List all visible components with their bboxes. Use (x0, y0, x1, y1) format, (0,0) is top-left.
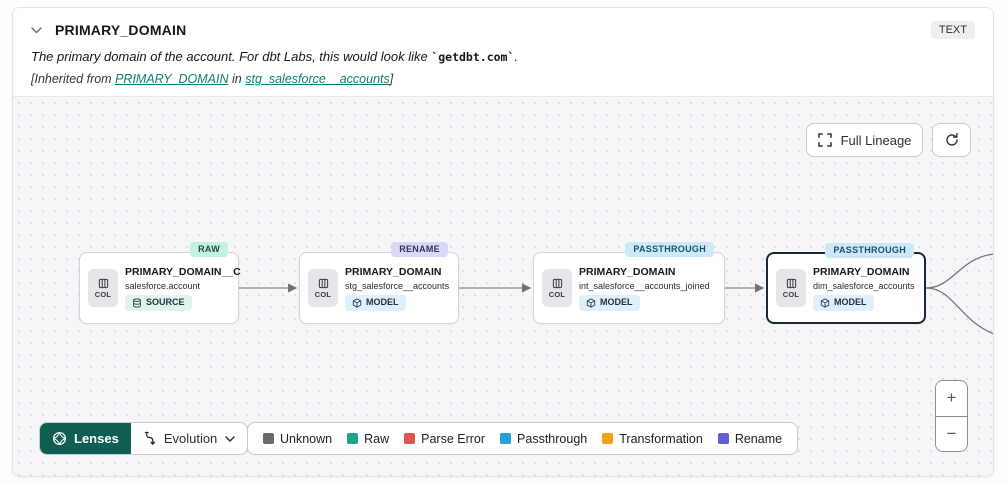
lineage-node-source[interactable]: RAW COL PRIMARY_DOMAIN__C salesforce.acc… (79, 242, 241, 324)
legend-label: Parse Error (421, 431, 486, 446)
legend-label: Unknown (280, 431, 333, 446)
legend-item: Rename (717, 431, 783, 446)
title-row: PRIMARY_DOMAIN TEXT (31, 21, 975, 39)
node-resource-badge: MODEL (579, 294, 640, 311)
node-evolution-tag: PASSTHROUGH (825, 243, 914, 258)
lineage-canvas[interactable]: Full Lineage RAW COL PRIMARY_DOMAIN__C s… (13, 96, 993, 476)
lineage-node-staging[interactable]: RENAME COL PRIMARY_DOMAIN stg_salesforce… (299, 242, 459, 324)
legend-swatch-passthrough (500, 433, 512, 444)
node-column-name: PRIMARY_DOMAIN (813, 265, 910, 278)
inherited-suffix: ] (389, 72, 394, 86)
columns-icon (552, 278, 562, 288)
node-model-name: int_salesforce__accounts_joined (579, 280, 710, 291)
chevron-down-icon[interactable] (31, 26, 42, 34)
columns-icon (318, 278, 328, 288)
lens-selected-label: Evolution (163, 431, 218, 446)
node-body: PRIMARY_DOMAIN__C salesforce.account SOU… (125, 266, 241, 311)
column-header: PRIMARY_DOMAIN TEXT The primary domain o… (13, 8, 993, 96)
node-badge-label: MODEL (366, 297, 399, 307)
legend-item: Transformation (602, 432, 703, 446)
full-lineage-button[interactable]: Full Lineage (806, 123, 923, 157)
node-column-name: PRIMARY_DOMAIN (579, 265, 676, 278)
legend-swatch-rename (717, 433, 729, 444)
zoom-in-button[interactable]: + (936, 381, 967, 417)
node-badge-label: MODEL (834, 297, 867, 307)
column-description: The primary domain of the account. For d… (31, 49, 975, 64)
node-badge-label: MODEL (600, 297, 633, 307)
cube-icon (352, 297, 362, 308)
column-chip: COL (776, 269, 806, 307)
legend-swatch-transformation (602, 433, 614, 444)
refresh-icon (944, 132, 960, 148)
lens-dropdown[interactable]: Evolution (131, 423, 247, 454)
col-chip-label: COL (548, 289, 566, 299)
column-lineage-panel: PRIMARY_DOMAIN TEXT The primary domain o… (12, 7, 994, 477)
node-evolution-tag: PASSTHROUGH (625, 242, 714, 257)
lenses-label: Lenses (74, 431, 119, 446)
legend-swatch-unknown (263, 433, 274, 444)
zoom-out-button[interactable]: − (936, 416, 967, 451)
columns-icon (98, 278, 108, 288)
evolution-legend: Unknown Raw Parse Error Passthrough Tran… (247, 422, 799, 455)
expand-icon (817, 133, 832, 147)
node-column-name: PRIMARY_DOMAIN__C (125, 265, 241, 278)
legend-item: Passthrough (500, 432, 587, 446)
node-body: PRIMARY_DOMAIN int_salesforce__accounts_… (579, 266, 710, 311)
node-model-name: salesforce.account (125, 280, 201, 291)
database-icon (133, 297, 141, 308)
legend-item: Raw (347, 432, 389, 446)
full-lineage-label: Full Lineage (840, 132, 912, 148)
col-chip-label: COL (782, 289, 800, 299)
lineage-node-intermediate[interactable]: PASSTHROUGH COL PRIMARY_DOMAIN int_sales… (533, 242, 725, 324)
lenses-button[interactable]: Lenses (40, 423, 131, 454)
inherited-model-link[interactable]: stg_salesforce__accounts (245, 72, 390, 86)
node-resource-badge: MODEL (813, 294, 874, 311)
node-evolution-tag: RENAME (391, 242, 448, 257)
evolution-route-icon (144, 431, 155, 445)
description-code: `getdbt.com` (431, 50, 515, 64)
column-type-badge: TEXT (930, 21, 975, 39)
zoom-controls: + − (935, 380, 968, 452)
node-resource-badge: MODEL (345, 294, 406, 311)
column-chip: COL (88, 269, 118, 307)
node-model-name: stg_salesforce__accounts (345, 280, 450, 291)
description-text: The primary domain of the account. For d… (31, 49, 432, 64)
node-column-name: PRIMARY_DOMAIN (345, 265, 442, 278)
legend-label: Raw (364, 431, 390, 446)
legend-label: Rename (734, 431, 783, 446)
node-evolution-tag: RAW (190, 242, 228, 257)
lineage-edges (239, 253, 993, 335)
cube-icon (586, 297, 596, 308)
lineage-node-dim-selected[interactable]: PASSTHROUGH COL PRIMARY_DOMAIN dim_sales… (766, 243, 926, 324)
description-period: . (514, 49, 519, 64)
chevron-down-icon (225, 435, 235, 442)
node-body: PRIMARY_DOMAIN stg_salesforce__accounts … (345, 266, 449, 311)
legend-swatch-parse-error (404, 433, 416, 444)
lens-aperture-icon (52, 431, 67, 446)
legend-item: Parse Error (404, 432, 485, 446)
inherited-column-link[interactable]: PRIMARY_DOMAIN (115, 72, 229, 86)
inherited-from-note: [Inherited from PRIMARY_DOMAIN in stg_sa… (31, 72, 975, 86)
column-chip: COL (308, 269, 338, 307)
legend-item: Unknown (263, 432, 332, 446)
legend-swatch-raw (347, 433, 359, 444)
node-model-name: dim_salesforce_accounts (813, 280, 915, 291)
lenses-control: Lenses Evolution (39, 422, 249, 455)
refresh-button[interactable] (932, 123, 971, 157)
node-resource-badge: SOURCE (125, 294, 192, 311)
cube-icon (820, 297, 830, 308)
page-title: PRIMARY_DOMAIN (55, 22, 187, 38)
node-badge-label: SOURCE (146, 297, 185, 307)
inherited-prefix: [Inherited from (31, 72, 116, 86)
legend-label: Transformation (619, 431, 703, 446)
node-body: PRIMARY_DOMAIN dim_salesforce_accounts M… (813, 266, 915, 311)
inherited-middle: in (228, 72, 246, 86)
column-chip: COL (542, 269, 572, 307)
col-chip-label: COL (94, 289, 112, 299)
columns-icon (786, 278, 796, 288)
col-chip-label: COL (314, 289, 332, 299)
legend-label: Passthrough (517, 431, 588, 446)
